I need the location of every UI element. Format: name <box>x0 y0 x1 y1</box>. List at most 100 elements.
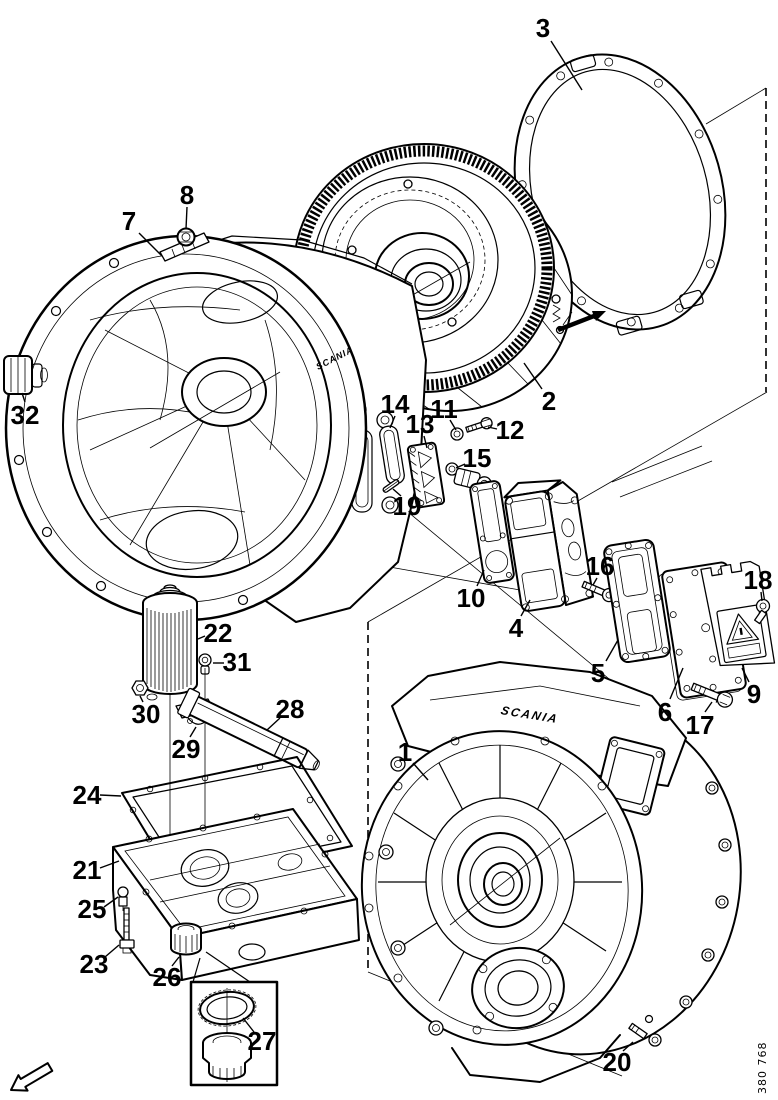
callout-leader-22 <box>197 635 206 640</box>
callout-leader-9 <box>741 667 750 683</box>
filter-pleats <box>146 608 192 692</box>
callout-leader-3 <box>550 40 583 91</box>
callout-leader-21 <box>99 860 120 869</box>
callout-leader-13 <box>423 435 428 449</box>
callout-26[interactable]: 26 <box>153 962 182 992</box>
callout-layer: 1234567891011121314151617181920212223242… <box>11 13 773 1077</box>
bolt-23 <box>119 907 135 954</box>
bolt-20 <box>628 1014 654 1040</box>
callout-11[interactable]: 11 <box>430 394 458 424</box>
oil-pan-21 <box>112 808 360 981</box>
detail-inset-box <box>189 951 279 1087</box>
callout-29[interactable]: 29 <box>172 734 201 764</box>
callout-leader-14 <box>389 415 396 429</box>
callout-13[interactable]: 13 <box>406 409 435 439</box>
callout-30[interactable]: 30 <box>132 699 161 729</box>
drain-plug-26 <box>170 922 202 956</box>
callout-leader-25 <box>103 896 119 908</box>
callout-24[interactable]: 24 <box>73 780 102 810</box>
callout-leader-16 <box>592 577 598 586</box>
callout-16[interactable]: 16 <box>586 551 615 581</box>
callout-leader-32 <box>21 392 26 403</box>
callout-leader-20 <box>622 1041 634 1052</box>
rotation-direction-arrow <box>557 311 606 332</box>
callout-5[interactable]: 5 <box>591 658 605 688</box>
callout-leader-12 <box>487 426 498 430</box>
callout-12[interactable]: 12 <box>496 415 525 445</box>
callout-7[interactable]: 7 <box>122 206 136 236</box>
callout-leader-30 <box>139 695 144 703</box>
suction-tube-28 <box>177 687 320 771</box>
nut-8 <box>176 227 196 247</box>
callout-14[interactable]: 14 <box>381 389 410 419</box>
callout-1[interactable]: 1 <box>398 737 412 767</box>
oil-filter-22 <box>142 584 206 906</box>
callout-leader-26 <box>171 956 180 967</box>
callout-leader-27 <box>242 1017 255 1033</box>
callout-18[interactable]: 18 <box>744 565 773 595</box>
callout-leader-23 <box>104 944 120 958</box>
clutch-housing: SCANIA <box>4 234 427 623</box>
plug-32 <box>3 355 48 395</box>
callout-19[interactable]: 19 <box>393 491 422 521</box>
plug-30 <box>131 680 158 701</box>
plate-13 <box>406 441 446 509</box>
callout-22[interactable]: 22 <box>204 618 233 648</box>
callout-23[interactable]: 23 <box>80 949 109 979</box>
valve-housing-4 <box>503 479 595 612</box>
gearbox-housing-1: SCANIA <box>360 661 742 1083</box>
callout-leader-1 <box>412 762 429 781</box>
callout-leader-10 <box>476 569 485 587</box>
washer-11 <box>450 427 464 441</box>
front-flange-holes <box>364 736 607 1035</box>
callout-leader-8 <box>185 206 188 230</box>
figure-number: 380 768 <box>756 1042 769 1095</box>
callout-leader-18 <box>760 591 763 602</box>
warning-plate-9 <box>700 560 776 667</box>
bolt-18 <box>754 598 771 625</box>
left-ears <box>378 756 444 1036</box>
callout-20[interactable]: 20 <box>603 1047 632 1077</box>
callout-28[interactable]: 28 <box>276 694 305 724</box>
callout-32[interactable]: 32 <box>11 400 40 430</box>
callout-17[interactable]: 17 <box>686 710 715 740</box>
callout-leader-7 <box>138 232 163 257</box>
callout-leader-29 <box>189 726 197 738</box>
callout-leader-6 <box>669 667 684 700</box>
plug-25 <box>117 886 129 911</box>
bolt-17 <box>690 682 734 708</box>
callout-leader-17 <box>704 701 713 713</box>
callout-6[interactable]: 6 <box>658 697 672 727</box>
direction-arrow-icon <box>10 1062 54 1092</box>
callout-31[interactable]: 31 <box>223 647 252 677</box>
bolt-31 <box>198 653 212 675</box>
callout-2[interactable]: 2 <box>542 386 556 416</box>
callout-leader-4 <box>520 599 531 617</box>
callout-leader-11 <box>449 419 457 431</box>
callout-leader-24 <box>99 794 122 797</box>
callout-27[interactable]: 27 <box>248 1026 277 1056</box>
plug-detail-27 <box>202 1032 252 1080</box>
callout-leader-28 <box>266 717 281 731</box>
callout-4[interactable]: 4 <box>509 613 524 643</box>
pin-19 <box>382 479 400 493</box>
warning-triangle-icon <box>726 613 760 645</box>
mounting-plane-diagonal <box>705 87 767 125</box>
gasket-10 <box>469 480 515 584</box>
gasket-bolt-holes <box>517 57 723 327</box>
callout-8[interactable]: 8 <box>180 180 194 210</box>
callout-leader-15 <box>455 463 466 469</box>
callout-10[interactable]: 10 <box>457 583 486 613</box>
o-ring-27 <box>197 989 257 1027</box>
callout-9[interactable]: 9 <box>747 679 761 709</box>
callout-21[interactable]: 21 <box>73 855 102 885</box>
callout-25[interactable]: 25 <box>78 894 107 924</box>
pto-cover <box>471 946 565 1030</box>
callout-leader-5 <box>605 639 619 662</box>
bolt-12 <box>465 417 493 433</box>
callout-15[interactable]: 15 <box>463 443 492 473</box>
callout-3[interactable]: 3 <box>536 13 550 43</box>
callout-leader-19 <box>392 488 402 497</box>
